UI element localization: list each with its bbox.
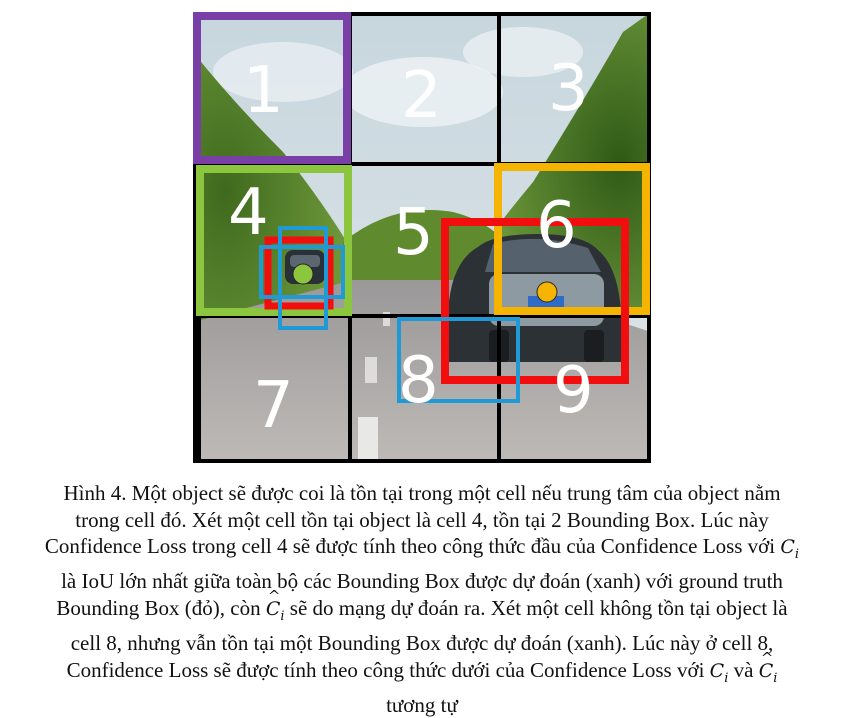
math-symbol-c-hat: C — [759, 645, 774, 685]
caption-line-7-mid: và — [733, 657, 754, 682]
cell-number-8: 8 — [398, 344, 439, 418]
caption-line-5-after: sẽ do mạng dự đoán ra. Xét một cell khôn… — [289, 595, 788, 620]
caption-line-3: Confidence Loss trong cell 4 sẽ được tín… — [20, 533, 824, 568]
math-c-i: Ci — [780, 536, 799, 562]
cell-number-4: 4 — [228, 176, 269, 250]
predicted-box-cell8 — [397, 317, 520, 403]
cell-1-border — [193, 12, 351, 164]
math-subscript-i: i — [794, 546, 800, 562]
caption-line-1: Hình 4. Một object sẽ được coi là tồn tạ… — [63, 481, 781, 505]
figure-grid-image: 1 2 3 4 5 6 7 8 9 — [193, 12, 651, 463]
math-symbol-c: C — [709, 659, 725, 682]
ground-truth-box-cell6 — [441, 218, 629, 384]
cell-number-5: 5 — [393, 196, 434, 270]
cell-number-6: 6 — [536, 189, 577, 263]
predicted-box-cell4-b — [278, 226, 328, 330]
cell-number-3: 3 — [548, 52, 589, 126]
ground-truth-box-cell4 — [264, 236, 334, 310]
math-c-i: Ci — [709, 659, 729, 686]
math-subscript-i: i — [280, 608, 285, 624]
caption-line-6: cell 8, nhưng vẫn tồn tại một Bounding B… — [70, 631, 774, 656]
cell-numbers: 1 2 3 4 5 6 7 8 9 — [228, 52, 594, 443]
object-center-dot-cell4 — [292, 263, 314, 285]
main-car-image — [448, 234, 621, 362]
math-c-hat-i: Ci — [266, 583, 285, 624]
math-c-hat-i: Ci — [759, 645, 778, 686]
object-center-dot-cell6 — [536, 281, 558, 303]
cell-number-2: 2 — [401, 59, 442, 133]
cell-6-border — [494, 163, 650, 315]
caption-line-8: tương tự — [386, 692, 458, 717]
caption-line-5-before: Bounding Box (đỏ), còn — [56, 595, 261, 620]
caption-line-7-before: Confidence Loss sẽ được tính theo công t… — [66, 657, 705, 682]
figure-caption: Hình 4. Một object sẽ được coi là tồn tạ… — [20, 480, 824, 718]
cell-number-9: 9 — [553, 354, 594, 428]
caption-line-7: Confidence Loss sẽ được tính theo công t… — [20, 645, 824, 692]
cell-number-7: 7 — [253, 369, 294, 443]
caption-line-2: trong cell đó. Xét một cell tồn tại obje… — [75, 507, 769, 532]
caption-line-3-text: Confidence Loss trong cell 4 sẽ được tín… — [44, 534, 776, 558]
figure-svg: 1 2 3 4 5 6 7 8 9 — [193, 12, 651, 463]
cell-number-1: 1 — [243, 54, 284, 128]
math-subscript-i: i — [773, 670, 778, 686]
cell-4-border — [196, 165, 352, 316]
caption-line-5: Bounding Box (đỏ), còn Ci sẽ do mạng dự … — [20, 583, 824, 630]
math-symbol-c-hat: C — [266, 583, 281, 623]
caption-line-4: là IoU lớn nhất giữa toàn bộ các Boundin… — [61, 569, 783, 594]
cell-7-dark-left — [193, 316, 201, 463]
math-subscript-i: i — [724, 670, 729, 686]
math-symbol-c: C — [780, 536, 795, 558]
predicted-box-cell4-a — [259, 245, 345, 299]
